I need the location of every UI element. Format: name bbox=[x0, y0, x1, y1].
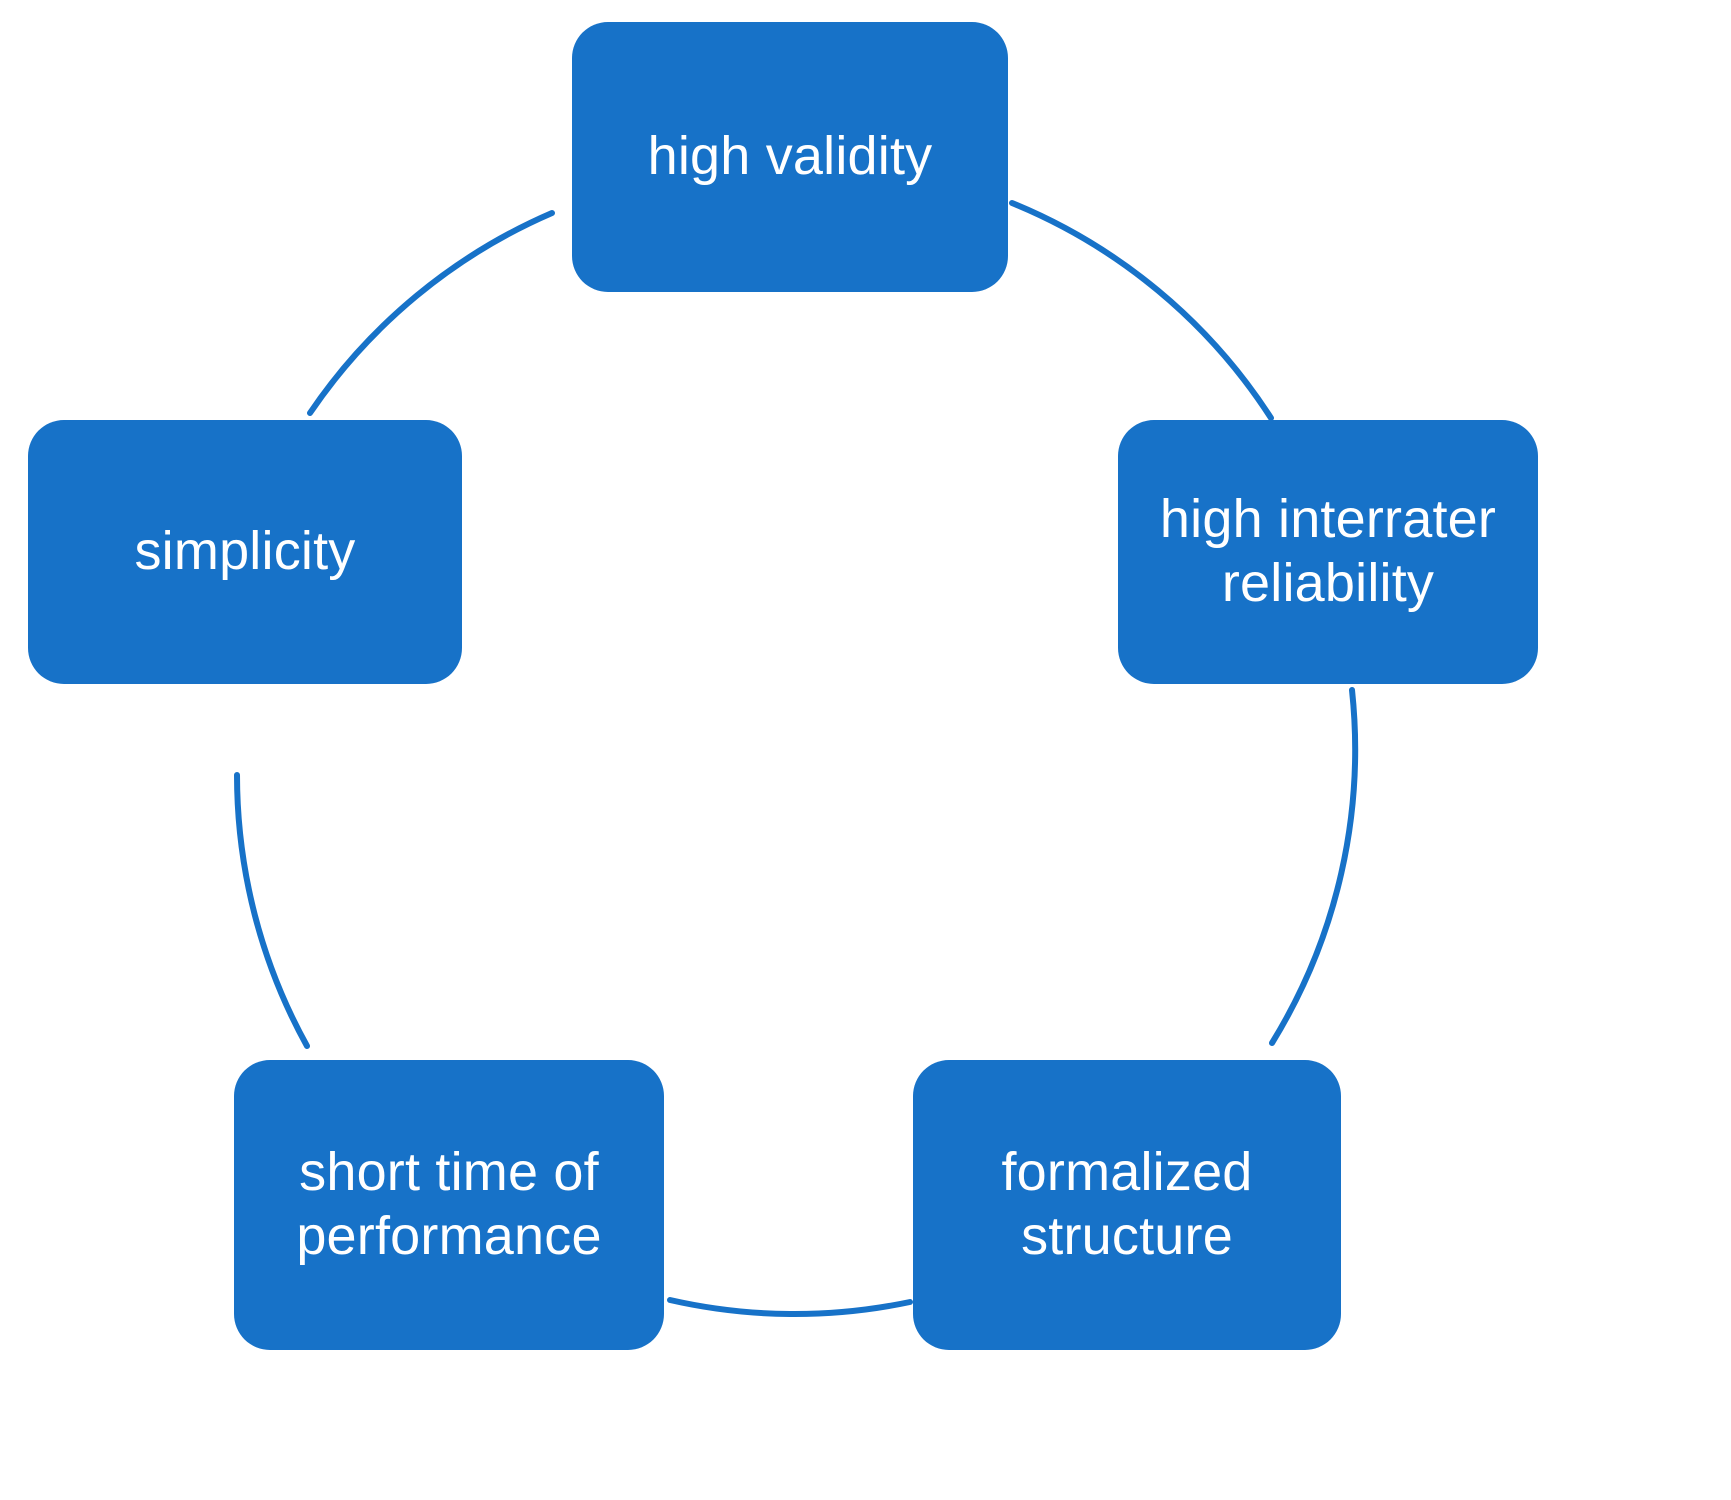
node-high-interrater-reliability-label: high interrater reliability bbox=[1159, 489, 1497, 613]
arc-short-time-of-performance-to-simplicity bbox=[234, 772, 310, 1049]
arc-high-validity-to-high-interrater-reliability bbox=[1009, 200, 1274, 421]
arc-simplicity-to-high-validity bbox=[307, 210, 555, 416]
node-formalized-structure-label: formalized structure bbox=[1001, 1142, 1253, 1266]
node-high-validity[interactable]: high validity bbox=[572, 22, 1008, 292]
node-simplicity[interactable]: simplicity bbox=[28, 420, 462, 684]
node-high-validity-label: high validity bbox=[647, 126, 933, 187]
arc-formalized-structure-to-short-time-of-performance bbox=[667, 1297, 913, 1318]
arc-high-interrater-reliability-to-formalized-structure bbox=[1269, 687, 1359, 1046]
node-short-time-of-performance[interactable]: short time of performance bbox=[234, 1060, 664, 1350]
node-short-time-of-performance-label: short time of performance bbox=[296, 1142, 602, 1266]
node-formalized-structure[interactable]: formalized structure bbox=[913, 1060, 1341, 1350]
node-high-interrater-reliability[interactable]: high interrater reliability bbox=[1118, 420, 1538, 684]
node-simplicity-label: simplicity bbox=[134, 521, 356, 582]
